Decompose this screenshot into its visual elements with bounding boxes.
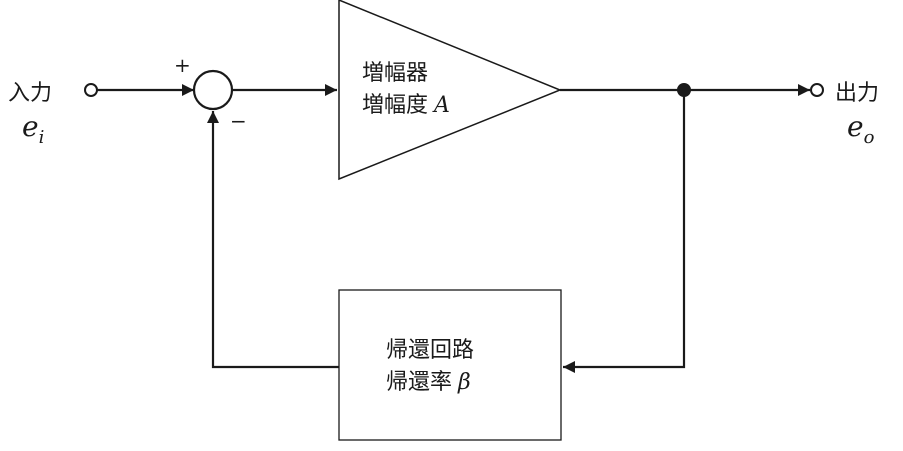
output-signal-subscript: o [864, 127, 875, 148]
input-signal-label: ei [22, 110, 44, 148]
amplifier-title: 増幅器 [362, 61, 428, 86]
input-label: 入力 [8, 81, 52, 106]
feedback-title: 帰還回路 [386, 338, 474, 363]
input-signal-subscript: i [39, 127, 45, 148]
gain-symbol: A [432, 93, 450, 118]
plus-sign: + [174, 53, 191, 77]
ratio-symbol: β [457, 370, 471, 395]
feedback-to-junction-arrow [207, 111, 339, 369]
feedback-return-arrow [563, 90, 686, 373]
feedback-block [338, 289, 562, 441]
output-label: 出力 [835, 81, 879, 106]
amplifier-triangle [338, 0, 562, 181]
minus-sign: − [230, 109, 247, 133]
summing-junction [192, 69, 234, 111]
output-terminal [810, 83, 824, 97]
input-terminal [84, 83, 98, 97]
output-signal-label: eo [847, 110, 875, 148]
